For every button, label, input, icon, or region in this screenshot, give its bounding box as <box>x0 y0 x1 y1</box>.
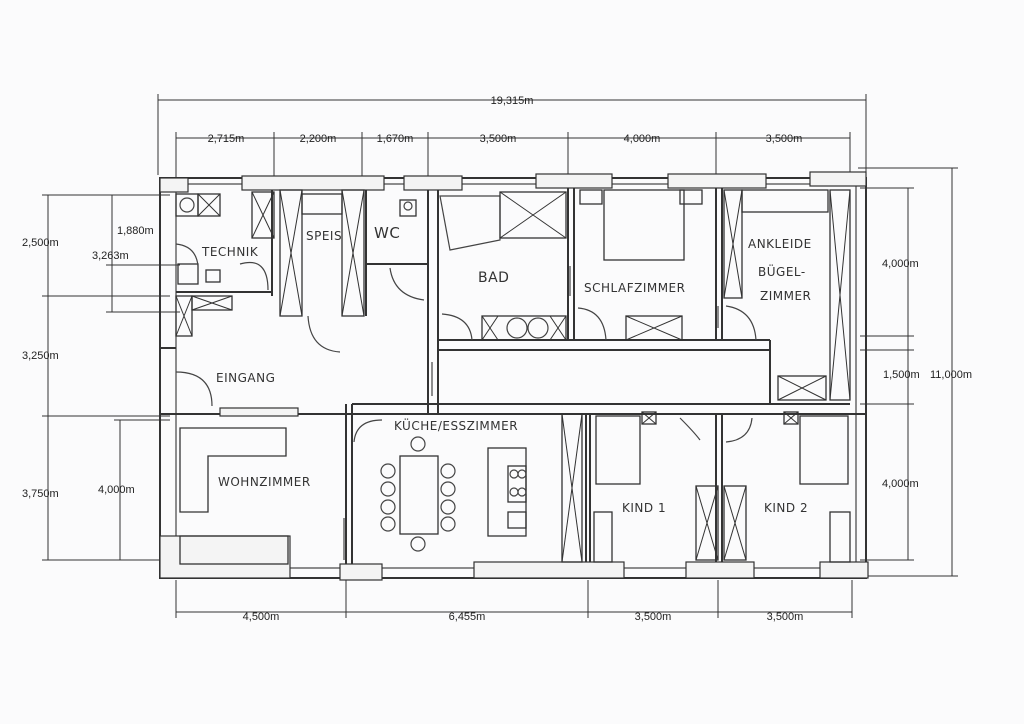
room-label-zimmer: ZIMMER <box>760 289 811 303</box>
room-label-wohnzimmer: WOHNZIMMER <box>218 475 311 489</box>
room-label-speis: SPEIS <box>306 229 342 243</box>
dim-left-5: 3,750m <box>22 488 59 500</box>
room-labels: TECHNIK SPEIS WC BAD SCHLAFZIMMER ANKLEI… <box>201 224 812 515</box>
dim-right-1: 4,000m <box>882 258 919 270</box>
dim-right-3: 4,000m <box>882 478 919 490</box>
room-label-wc: WC <box>374 224 400 242</box>
dimension-lines <box>42 94 958 618</box>
dim-bottom-4: 3,500m <box>767 611 804 623</box>
room-label-kind1: KIND 1 <box>622 501 666 515</box>
doors <box>175 243 757 560</box>
dim-left-1: 2,500m <box>22 237 59 249</box>
dim-top-2: 2,200m <box>300 133 337 145</box>
windows <box>159 171 869 581</box>
dim-bottom-2: 6,455m <box>449 611 486 623</box>
room-label-schlafzimmer: SCHLAFZIMMER <box>584 281 685 295</box>
dim-bottom-3: 3,500m <box>635 611 672 623</box>
dim-total-width: 19,315m <box>491 95 534 107</box>
dimension-labels: 19,315m 2,715m 2,200m 1,670m 3,500m 4,00… <box>22 95 972 623</box>
room-label-eingang: EINGANG <box>216 371 275 385</box>
dim-bottom-1: 4,500m <box>243 611 280 623</box>
room-label-bad: BAD <box>478 270 509 286</box>
room-label-buegel: BÜGEL- <box>758 263 806 279</box>
room-label-kind2: KIND 2 <box>764 501 808 515</box>
dim-left-6: 4,000m <box>98 484 135 496</box>
dim-total-height: 11,000m <box>930 369 972 381</box>
room-label-ankleide: ANKLEIDE <box>748 237 812 251</box>
dim-top-4: 3,500m <box>480 133 517 145</box>
dim-top-6: 3,500m <box>766 133 803 145</box>
dim-left-4: 3,250m <box>22 350 59 362</box>
dim-top-1: 2,715m <box>208 133 245 145</box>
dim-left-3: 3,263m <box>92 250 129 262</box>
room-label-technik: TECHNIK <box>201 245 259 259</box>
dim-right-2: 1,500m <box>883 369 920 381</box>
fixtures <box>175 189 851 565</box>
dim-top-5: 4,000m <box>624 133 661 145</box>
dim-left-2: 1,880m <box>117 225 154 237</box>
room-label-kueche: KÜCHE/ESSZIMMER <box>394 417 518 433</box>
dim-top-3: 1,670m <box>377 133 414 145</box>
